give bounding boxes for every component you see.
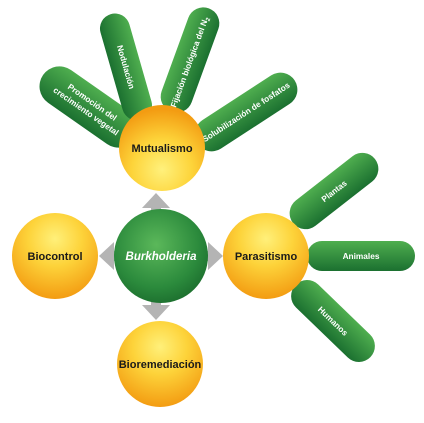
leaf-fixation-subscript: 2	[206, 16, 213, 22]
center-label: Burkholderia	[126, 251, 198, 263]
node-bioremediation-label: Bioremediación	[119, 359, 202, 371]
leaf-humans: Humanos	[291, 279, 375, 363]
arrow-down-icon	[142, 295, 170, 320]
leaf-animals-label: Animales	[343, 251, 380, 261]
node-parasitism-label: Parasitismo	[235, 251, 298, 263]
leaf-plants: Plantas	[289, 152, 379, 230]
node-parasitism: Parasitismo	[223, 213, 309, 299]
node-center: Burkholderia	[114, 209, 208, 303]
arrow-left-icon	[99, 242, 124, 270]
node-mutualism: Mutualismo	[119, 105, 205, 191]
leaf-nodulation: Nodulación	[99, 13, 153, 121]
leaf-animals: Animales	[307, 241, 415, 271]
node-biocontrol: Biocontrol	[12, 213, 98, 299]
leaf-fixation: Fijación biológica del N2	[160, 7, 220, 113]
node-mutualism-label: Mutualismo	[131, 143, 192, 155]
leaf-solubilization: Solubilización de fosfatos	[194, 72, 298, 152]
arrow-right-icon	[198, 242, 223, 270]
leaf-solubilization-label: Solubilización de fosfatos	[200, 80, 292, 144]
arrow-up-icon	[142, 193, 170, 218]
node-biocontrol-label: Biocontrol	[28, 251, 83, 263]
node-bioremediation: Bioremediación	[117, 321, 203, 407]
